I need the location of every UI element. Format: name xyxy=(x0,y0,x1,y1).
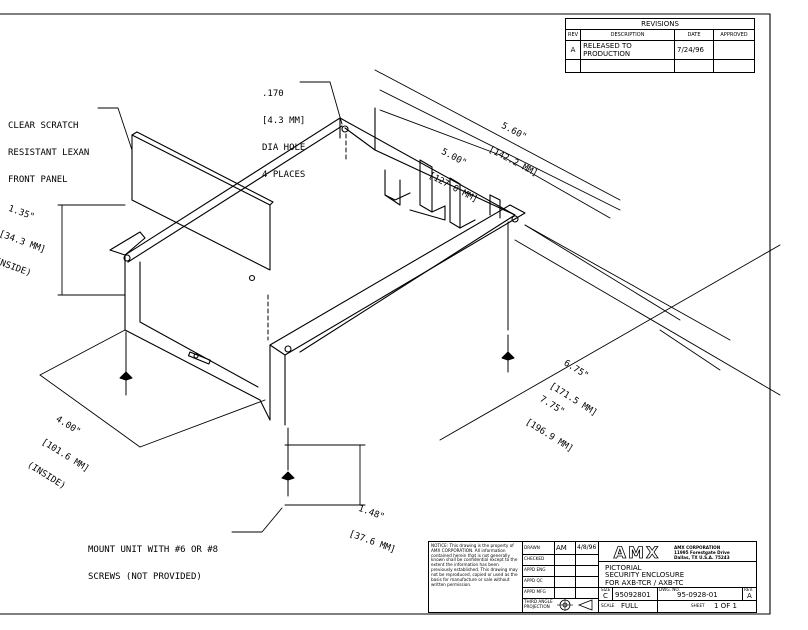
screw-left xyxy=(119,331,133,396)
svg-text:AMX: AMX xyxy=(614,544,661,562)
scale-label: SCALE xyxy=(601,603,615,608)
dwg-no-label: DWG. NO. xyxy=(659,587,680,592)
revisions-header: DATE xyxy=(674,29,714,41)
dimension-value: 7.75" xyxy=(537,394,566,418)
panel-callout: CLEAR SCRATCH RESISTANT LEXAN FRONT PANE… xyxy=(8,104,89,194)
fscm-value: 95092801 xyxy=(615,591,651,599)
dimension-value: 4.00" xyxy=(53,414,82,438)
drawing-title: PICTORIAL SECURITY ENCLOSURE FOR AXB-TCR… xyxy=(605,564,685,587)
appd-mfg-label: APPD MFG xyxy=(524,589,546,594)
revisions-approved xyxy=(713,40,755,60)
panel-callout-line: RESISTANT LEXAN xyxy=(8,148,90,158)
sheet-border xyxy=(0,13,771,615)
screws-callout-line: SCREWS (NOT PROVIDED) xyxy=(88,572,202,582)
enclosure-body xyxy=(109,107,526,426)
revisions-row: A RELEASED TO PRODUCTION 7/24/96 xyxy=(564,40,755,60)
company-line: 11995 Forestgate Drive xyxy=(674,549,730,555)
projection-label: THIRD ANGLE PROJECTION xyxy=(524,599,553,609)
dimension-metric: [101.6 MM] xyxy=(39,437,91,475)
screw-bottom xyxy=(281,427,295,497)
size-value: C xyxy=(603,592,608,600)
revisions-title: REVISIONS xyxy=(565,18,755,30)
dimension-value: 5.60" xyxy=(499,121,528,143)
hole-callout-line: [4.3 MM] xyxy=(262,116,306,126)
hole-callout-line: DIA HOLE xyxy=(262,143,306,153)
screws xyxy=(119,133,515,497)
drawn-label: DRAWN xyxy=(524,545,540,550)
screws-callout-line: MOUNT UNIT WITH #6 OR #8 xyxy=(88,545,219,555)
rev-label: REV. xyxy=(744,587,754,592)
notice-text: NOTICE: This drawing is the property of … xyxy=(431,543,518,587)
leader-lines xyxy=(97,81,343,533)
dimension-metric: [34.3 MM] xyxy=(0,229,47,256)
revisions-header: REV xyxy=(564,29,582,41)
appd-qc-label: APPD QC xyxy=(524,578,543,583)
checked-label: CHECKED xyxy=(524,556,545,561)
company-line: Dallas, TX U.S.A. 75243 xyxy=(674,554,730,560)
screw-right xyxy=(501,221,515,373)
hole-callout-line: .170 xyxy=(262,89,284,99)
appd-eng-label: APPD ENG xyxy=(524,567,546,572)
revisions-description: RELEASED TO PRODUCTION xyxy=(580,40,675,60)
dimension-note: (INSIDE) xyxy=(0,254,33,279)
dimension-value: 1.48" xyxy=(356,503,386,523)
panel-callout-line: CLEAR SCRATCH xyxy=(8,121,79,131)
front-panel xyxy=(131,134,271,271)
hole-callout-line: 4 PLACES xyxy=(262,170,306,180)
dwg-no-value: 95-0928-01 xyxy=(677,591,718,599)
rev-value: A xyxy=(747,592,752,600)
title-line: PICTORIAL xyxy=(605,564,642,572)
dimension-value: 5.00" xyxy=(439,147,468,169)
title-line: FOR AXB-TCR / AXB-TC xyxy=(605,578,684,587)
size-label: SIZE xyxy=(601,587,611,592)
screws-callout: MOUNT UNIT WITH #6 OR #8 SCREWS (NOT PRO… xyxy=(88,528,218,591)
revisions-rev: A xyxy=(564,40,582,60)
projection-symbol xyxy=(557,599,593,611)
sheet-value: 1 OF 1 xyxy=(714,602,737,610)
company-line: AMX CORPORATION xyxy=(674,545,721,550)
amx-logo: AMX xyxy=(613,544,661,562)
dimension-lines xyxy=(39,69,781,506)
drawn-date: 4/8/96 xyxy=(577,544,597,551)
dimension-value: 1.35" xyxy=(6,203,36,223)
title-block: NOTICE: This drawing is the property of … xyxy=(428,541,757,613)
title-line: SECURITY ENCLOSURE xyxy=(605,571,685,580)
company-info: AMX CORPORATION 11995 Forestgate Drive D… xyxy=(674,545,730,560)
panel-callout-line: FRONT PANEL xyxy=(8,175,68,185)
revisions-table: REVISIONS REV DESCRIPTION DATE APPROVED … xyxy=(564,18,755,73)
revisions-header: APPROVED xyxy=(713,29,755,41)
drawn-by: AM xyxy=(556,544,567,552)
scale-value: FULL xyxy=(621,602,638,610)
revisions-header: DESCRIPTION xyxy=(580,29,675,41)
revisions-date: 7/24/96 xyxy=(674,40,714,60)
hole-callout: .170 [4.3 MM] DIA HOLE 4 PLACES xyxy=(262,72,305,189)
sheet-label: SHEET xyxy=(691,603,705,608)
